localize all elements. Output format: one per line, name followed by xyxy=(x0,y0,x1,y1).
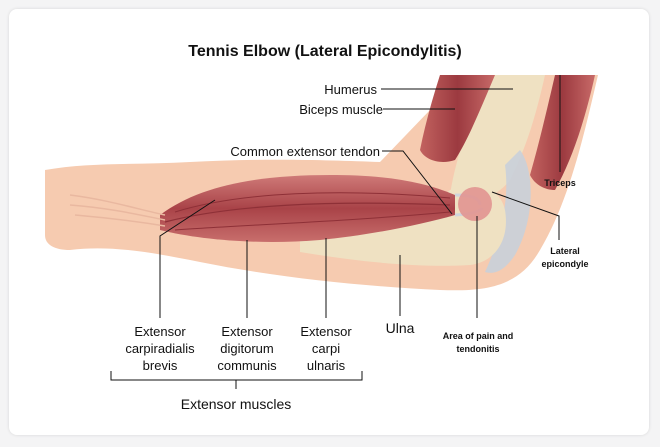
label-ulna: Ulna xyxy=(386,320,415,336)
label-humerus: Humerus xyxy=(324,82,377,97)
extensor-muscles xyxy=(160,175,455,242)
label-ecrb-2: carpiradialis xyxy=(125,341,195,356)
label-extensor-muscles: Extensor muscles xyxy=(181,396,291,412)
label-edc-1: Extensor xyxy=(221,324,273,339)
label-ecu-2: carpi xyxy=(312,341,340,356)
label-area-of-pain-2: tendonitis xyxy=(457,344,500,354)
leader-ecrb xyxy=(159,199,216,318)
label-biceps: Biceps muscle xyxy=(299,102,383,117)
pain-area-marker xyxy=(458,187,492,221)
leader-lateral-epicondyle xyxy=(491,191,560,240)
label-ecu-3: ulnaris xyxy=(307,358,346,373)
label-triceps: Triceps xyxy=(544,178,576,188)
elbow-tendons xyxy=(485,150,531,273)
label-ecu-1: Extensor xyxy=(300,324,352,339)
humerus-bone xyxy=(450,75,545,200)
label-ecrb-3: brevis xyxy=(143,358,178,373)
label-lateral-epicondyle-1: Lateral xyxy=(550,246,580,256)
label-edc-2: digitorum xyxy=(220,341,273,356)
label-ecrb-1: Extensor xyxy=(134,324,186,339)
label-lateral-epicondyle-2: epicondyle xyxy=(541,259,588,269)
biceps-muscle xyxy=(420,75,495,162)
label-common-extensor-tendon: Common extensor tendon xyxy=(230,144,380,159)
leader-tendon xyxy=(382,150,453,215)
label-edc-3: communis xyxy=(217,358,277,373)
label-area-of-pain-1: Area of pain and xyxy=(443,331,514,341)
diagram-title: Tennis Elbow (Lateral Epicondylitis) xyxy=(188,43,462,60)
triceps-muscle xyxy=(530,75,595,190)
